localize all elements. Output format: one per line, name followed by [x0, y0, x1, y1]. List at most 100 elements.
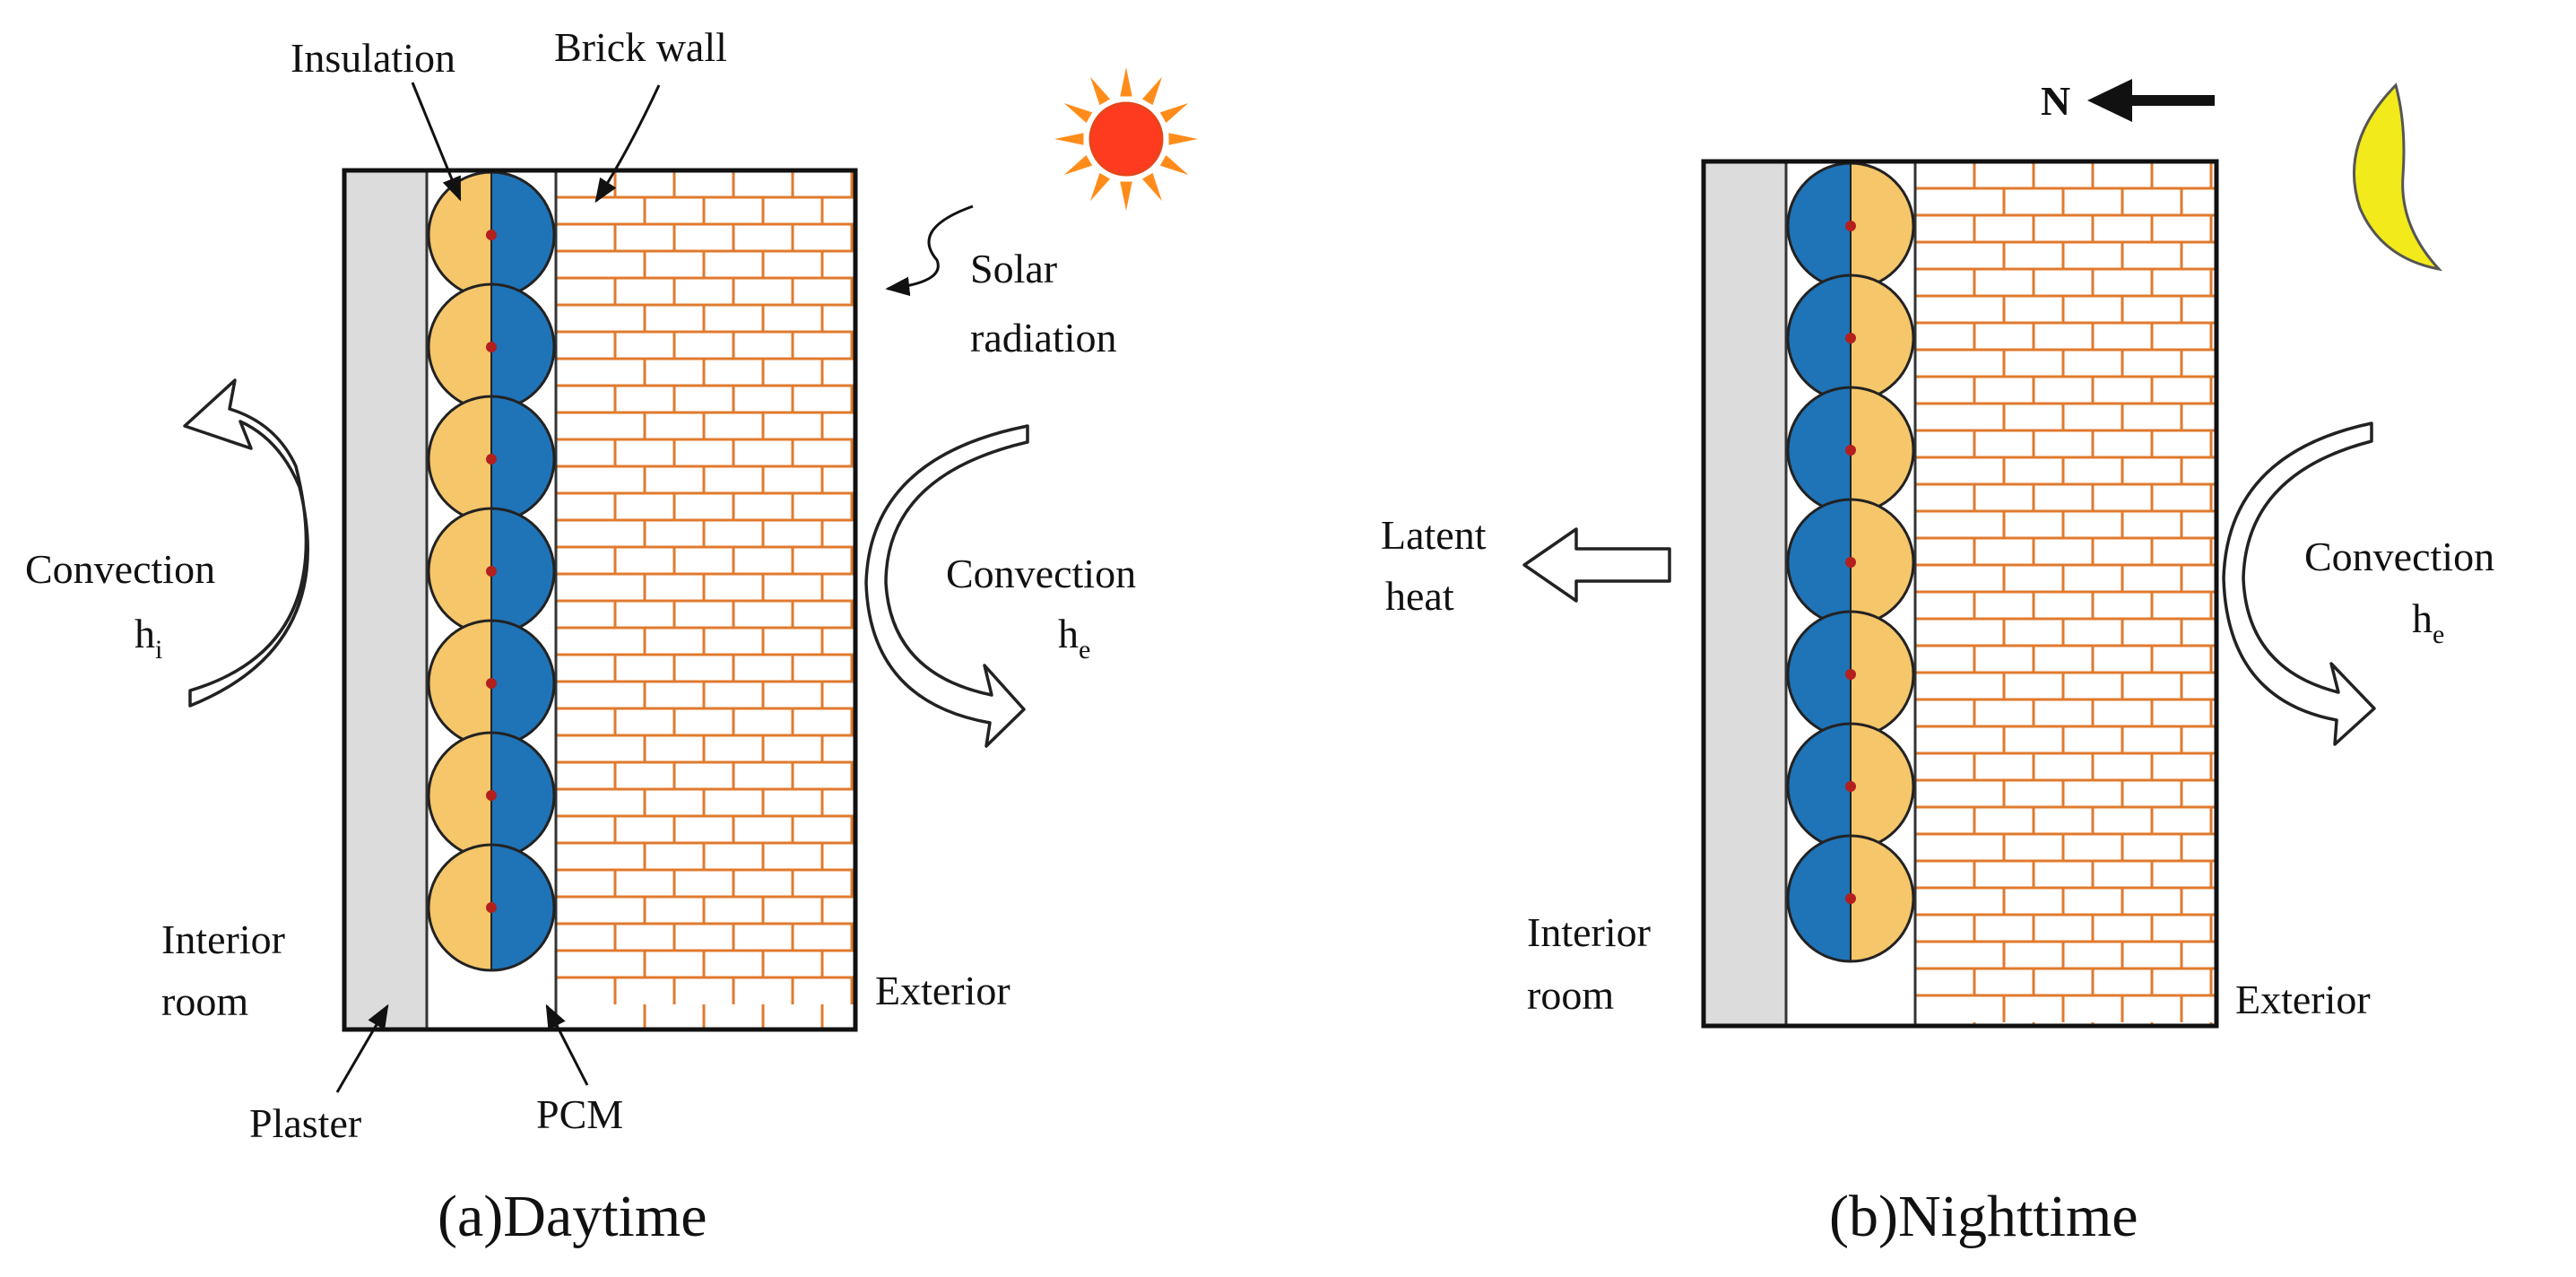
capsule-half-right — [491, 396, 554, 522]
label-plaster: Plaster — [249, 1100, 361, 1146]
label-convection-exterior-a: Convection — [946, 551, 1136, 596]
capsule-core-dot — [1845, 893, 1856, 904]
capsule-half-right — [491, 508, 554, 634]
sun-ray — [1120, 181, 1132, 211]
pcm-capsule — [1786, 610, 1915, 739]
brick-wall-b — [1915, 161, 2216, 1026]
caption-nighttime: (b)Nighttime — [1829, 1184, 2138, 1249]
pcm-capsule — [1786, 161, 1915, 291]
capsule-half-right — [1851, 612, 1913, 737]
capsule-half-left — [429, 284, 491, 410]
label-h-interior: hi — [134, 611, 162, 665]
label-solar-2: radiation — [970, 315, 1117, 361]
pcm-capsule — [1786, 834, 1915, 963]
label-interior-room-b-1: Interior — [1527, 909, 1651, 955]
sun-ray — [1090, 172, 1111, 202]
brick-wall-a — [556, 170, 855, 1029]
capsule-core-dot — [1845, 221, 1856, 231]
brick-wall-pointer — [594, 84, 661, 204]
plaster-layer-b — [1702, 160, 1788, 1028]
insulation-pointer — [411, 82, 462, 202]
capsule-core-dot — [1845, 557, 1856, 568]
capsule-half-right — [491, 621, 554, 746]
sun-ray — [1141, 76, 1162, 106]
pcm-capsule — [427, 619, 556, 748]
latent-heat-arrow — [1522, 527, 1671, 603]
capsule-core-dot — [1845, 781, 1856, 792]
capsule-half-right — [1851, 724, 1913, 849]
capsule-core-dot — [1845, 669, 1856, 680]
capsule-half-right — [1851, 275, 1913, 401]
sun-ray — [1063, 103, 1093, 124]
brick-background — [1915, 161, 2216, 1026]
capsule-half-right — [1851, 387, 1913, 513]
panel-daytime: Insulation Brick wall Solar radiation Co… — [25, 24, 1198, 1249]
label-latent-2: heat — [1385, 573, 1454, 619]
capsule-half-left — [429, 845, 491, 970]
capsule-core-dot — [486, 790, 497, 801]
capsule-half-left — [429, 508, 491, 634]
sun-ray — [1159, 154, 1189, 175]
sun-ray — [1120, 67, 1132, 97]
capsule-half-left — [1788, 387, 1851, 513]
sun-ray — [1141, 172, 1162, 202]
pcm-capsule — [427, 395, 556, 524]
pcm-capsule — [1786, 722, 1915, 851]
capsule-core-dot — [486, 678, 497, 689]
capsule-half-left — [429, 396, 491, 522]
pcm-capsule — [427, 843, 556, 972]
capsule-core-dot — [486, 566, 497, 577]
convection-arrow-exterior-a — [864, 424, 1029, 748]
convection-arrow-interior — [183, 378, 309, 708]
capsule-core-dot — [1845, 445, 1856, 456]
label-pcm: PCM — [536, 1091, 623, 1137]
capsule-core-dot — [486, 454, 497, 465]
capsule-core-dot — [486, 342, 497, 352]
sun-ray — [1090, 76, 1111, 106]
pcm-capsule — [1786, 274, 1915, 403]
capsule-half-left — [1788, 612, 1851, 737]
capsule-half-right — [491, 172, 554, 298]
capsule-half-left — [429, 621, 491, 746]
convection-arrow-exterior-b — [2222, 421, 2376, 746]
sun-icon — [1054, 67, 1198, 211]
capsule-half-left — [429, 172, 491, 298]
label-interior-room-b-2: room — [1527, 972, 1614, 1018]
label-exterior-b: Exterior — [2235, 977, 2371, 1022]
label-brick-wall: Brick wall — [554, 24, 727, 70]
sun-ray — [1168, 133, 1198, 145]
capsule-half-right — [1851, 163, 1913, 289]
pcm-capsule — [427, 507, 556, 636]
label-interior-room-a-2: room — [161, 978, 248, 1024]
capsule-half-left — [1788, 724, 1851, 849]
pcm-capsules-a — [427, 170, 556, 972]
capsule-half-right — [491, 845, 554, 970]
capsule-half-left — [1788, 500, 1851, 625]
plaster-layer-a — [343, 169, 429, 1031]
pcm-capsule — [427, 731, 556, 860]
wall-outline-b — [1701, 159, 2219, 1029]
label-north: N — [2041, 78, 2070, 124]
sun-ray — [1063, 154, 1093, 175]
pcm-capsules-b — [1786, 161, 1915, 963]
arrow-left-icon — [2087, 79, 2215, 122]
capsule-core-dot — [486, 902, 497, 913]
capsule-half-right — [1851, 500, 1913, 625]
label-latent-1: Latent — [1381, 512, 1487, 558]
label-h-exterior-a: he — [1058, 611, 1090, 665]
pcm-capsule — [427, 282, 556, 412]
sun-ray — [1159, 103, 1189, 124]
label-convection-exterior-b: Convection — [2304, 534, 2494, 579]
capsule-half-left — [1788, 275, 1851, 401]
capsule-half-right — [491, 733, 554, 858]
capsule-half-right — [1851, 836, 1913, 961]
pcm-capsule — [1786, 498, 1915, 627]
capsule-half-right — [491, 284, 554, 410]
label-solar-1: Solar — [970, 246, 1057, 291]
capsule-half-left — [1788, 163, 1851, 289]
moon-icon — [2353, 83, 2443, 272]
pcm-pointer — [545, 1003, 589, 1086]
panel-nighttime: N Latent heat Convection he Interior roo… — [1381, 78, 2494, 1249]
